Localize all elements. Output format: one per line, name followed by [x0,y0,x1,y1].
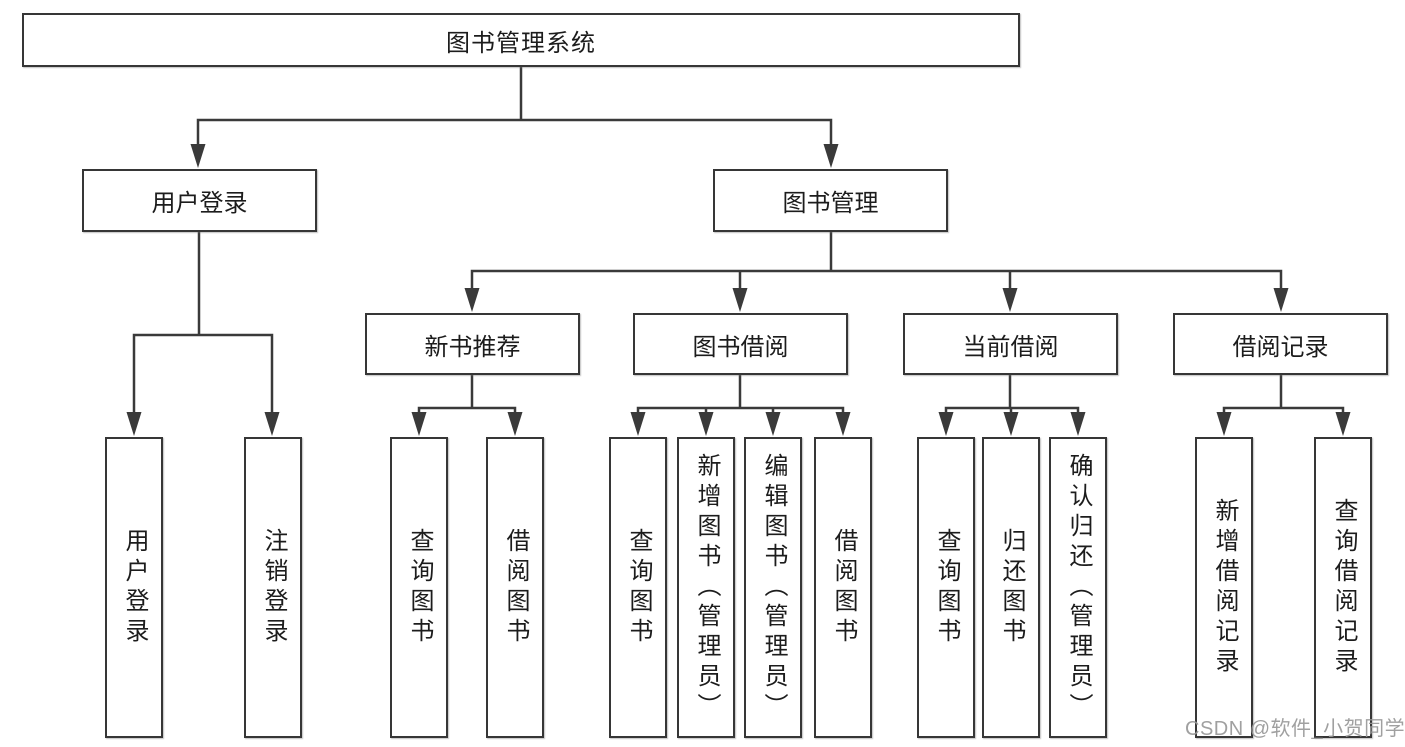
leaf-query-books-borrowing: 查询图书 [609,437,667,738]
leaf-user-login: 用户登录 [105,437,163,738]
leaf-add-books-admin: 新增图书（管理员） [677,437,735,738]
leaf-label: 编辑图书（管理员） [760,452,787,723]
leaf-query-books-recommend: 查询图书 [390,437,448,738]
node-label: 新书推荐 [424,333,521,361]
leaf-label: 借阅图书 [830,527,857,648]
leaf-label: 注销登录 [260,527,287,648]
node-borrowing-records: 借阅记录 [1173,313,1388,375]
leaf-label: 借阅图书 [502,527,529,648]
leaf-label: 归还图书 [998,527,1025,648]
leaf-query-books-current: 查询图书 [917,437,975,738]
node-label: 图书管理 [782,190,879,217]
leaf-label: 新增图书（管理员） [693,452,720,723]
node-label: 当前借阅 [962,333,1059,361]
leaf-label: 新增借阅记录 [1211,497,1238,678]
leaf-return-books: 归还图书 [982,437,1040,738]
node-new-book-recommend: 新书推荐 [365,313,580,375]
leaf-confirm-return-admin: 确认归还（管理员） [1049,437,1107,738]
leaf-edit-books-admin: 编辑图书（管理员） [744,437,802,738]
leaf-query-borrow-record: 查询借阅记录 [1314,437,1372,738]
leaf-label: 确认归还（管理员） [1065,452,1092,723]
leaf-label: 查询图书 [933,527,960,648]
node-label: 图书管理系统 [446,29,596,57]
leaf-add-borrow-record: 新增借阅记录 [1195,437,1253,738]
node-book-management: 图书管理 [713,169,948,232]
node-user-login: 用户登录 [82,169,317,232]
node-label: 图书借阅 [692,333,789,361]
leaf-label: 查询图书 [625,527,652,648]
leaf-label: 查询借阅记录 [1330,497,1357,678]
leaf-label: 查询图书 [406,527,433,648]
csdn-watermark: CSDN @软件_小贺同学 [1185,718,1405,740]
node-label: 用户登录 [151,190,248,217]
node-library-management-system: 图书管理系统 [22,13,1020,67]
node-book-borrowing: 图书借阅 [633,313,848,375]
leaf-label: 用户登录 [121,527,148,648]
node-current-borrowing: 当前借阅 [903,313,1118,375]
leaf-borrow-books-borrowing: 借阅图书 [814,437,872,738]
leaf-borrow-books-recommend: 借阅图书 [486,437,544,738]
node-label: 借阅记录 [1232,333,1329,361]
leaf-logout: 注销登录 [244,437,302,738]
